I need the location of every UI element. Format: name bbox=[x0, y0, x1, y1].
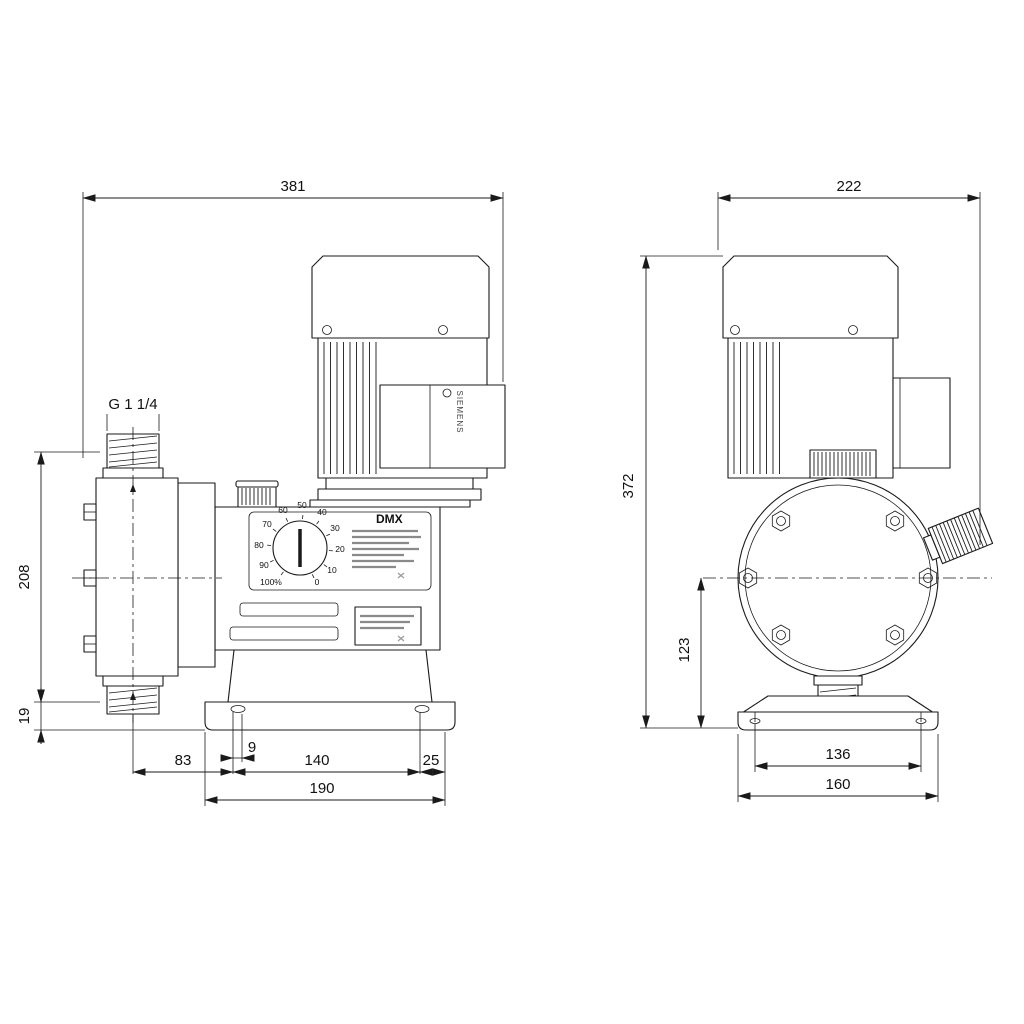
motor-fins-front bbox=[733, 342, 780, 474]
dim-head-height: 208 bbox=[16, 564, 33, 589]
pump-face-front bbox=[737, 477, 994, 709]
dimensions-front: 222 372 123 136 160 bbox=[620, 178, 981, 802]
thread-size-label: G 1 1/4 bbox=[108, 396, 157, 413]
knob-scale-90: 90 bbox=[259, 560, 269, 570]
dim-base-offset: 19 bbox=[16, 708, 33, 725]
knob-scale-50: 50 bbox=[297, 500, 307, 510]
motor-terminal-box-front bbox=[892, 377, 951, 469]
dimensions-side: 381 G 1 1/4 208 19 9 83 bbox=[16, 178, 504, 806]
dosing-head-side bbox=[83, 433, 216, 715]
base-side bbox=[204, 649, 456, 731]
knob-scale-20: 20 bbox=[335, 544, 345, 554]
gearbox-side: 0 10 20 30 40 50 60 70 80 90 100% DMX bbox=[214, 480, 441, 651]
motor-front bbox=[722, 255, 951, 479]
dim-center-height: 123 bbox=[676, 637, 693, 662]
model-label: DMX bbox=[376, 512, 403, 526]
motor-terminal-box-side bbox=[379, 384, 506, 469]
vent-slot-lower bbox=[229, 626, 339, 641]
knob-scale-100: 100% bbox=[260, 577, 282, 587]
fine-print-block bbox=[352, 529, 421, 579]
knob-scale-30: 30 bbox=[330, 523, 340, 533]
dim-side-width: 381 bbox=[280, 178, 305, 195]
vent-slot-upper bbox=[239, 602, 339, 617]
dim-190: 190 bbox=[309, 780, 334, 797]
side-view: SIEMENS 0 10 20 30 40 50 60 bbox=[16, 178, 506, 806]
control-panel bbox=[248, 511, 432, 591]
nameplate bbox=[354, 606, 422, 646]
front-view: 222 372 123 136 160 bbox=[620, 178, 994, 802]
dim-25: 25 bbox=[423, 752, 440, 769]
motor-side: SIEMENS bbox=[309, 255, 506, 508]
dim-83: 83 bbox=[175, 752, 192, 769]
dim-front-width: 222 bbox=[836, 178, 861, 195]
knob-scale-60: 60 bbox=[278, 505, 288, 515]
side-connector bbox=[922, 507, 994, 565]
motor-fins-side bbox=[323, 342, 377, 474]
dim-hole-offset: 9 bbox=[248, 739, 256, 756]
dim-overall-height: 372 bbox=[620, 473, 637, 498]
knob-scale-10: 10 bbox=[327, 565, 337, 575]
stroke-adjustment-knob: 0 10 20 30 40 50 60 70 80 90 100% bbox=[254, 500, 345, 587]
dim-160: 160 bbox=[825, 776, 850, 793]
base-front bbox=[737, 695, 939, 731]
knob-scale-0: 0 bbox=[315, 577, 320, 587]
dim-140: 140 bbox=[304, 752, 329, 769]
motor-brand-text: SIEMENS bbox=[455, 390, 464, 433]
coupling-collar bbox=[809, 449, 877, 479]
dim-136: 136 bbox=[825, 746, 850, 763]
knob-scale-40: 40 bbox=[317, 507, 327, 517]
knob-scale-70: 70 bbox=[262, 519, 272, 529]
knob-scale-80: 80 bbox=[254, 540, 264, 550]
